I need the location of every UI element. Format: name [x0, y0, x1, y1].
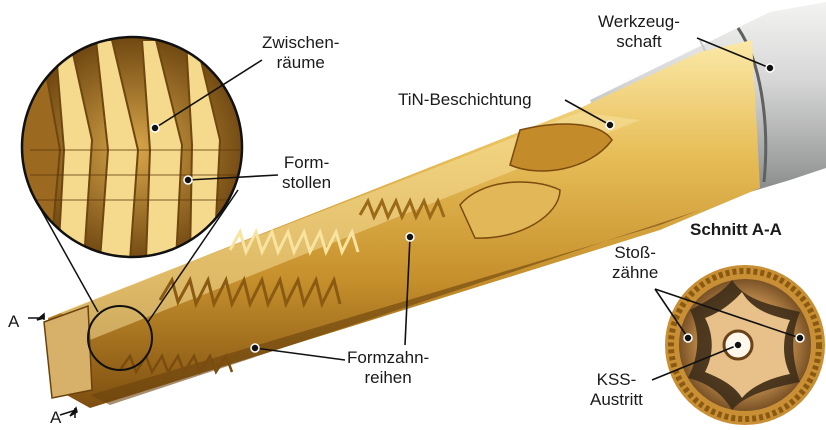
tap-tip: [44, 306, 92, 398]
label-kss-austritt: KSS- Austritt: [590, 370, 643, 410]
label-werkzeugschaft-line1: Werkzeug-: [598, 12, 680, 32]
cross-section: [665, 265, 825, 425]
label-formzahnreihen-line1: Formzahn-: [347, 348, 429, 368]
label-section-a-bottom-text: A: [50, 408, 61, 427]
label-tin-beschichtung: TiN-Beschichtung: [398, 90, 532, 110]
label-kss-line2: Austritt: [590, 390, 643, 410]
label-section-a-bottom: A: [50, 408, 61, 428]
label-werkzeugschaft: Werkzeug- schaft: [598, 12, 680, 52]
label-schnitt-aa: Schnitt A-A: [690, 220, 782, 240]
label-kss-line1: KSS-: [590, 370, 643, 390]
label-section-a-top: A: [8, 312, 19, 332]
label-tin-text: TiN-Beschichtung: [398, 90, 532, 110]
label-formstollen-line1: Form-: [282, 153, 331, 173]
label-formstollen-line2: stollen: [282, 173, 331, 193]
label-zwischenraeume: Zwischen- räume: [262, 33, 339, 73]
label-formzahnreihen-line2: reihen: [347, 368, 429, 388]
label-stosszaehne-line1: Stoß-: [612, 243, 658, 263]
label-zwischenraeume-line1: Zwischen-: [262, 33, 339, 53]
label-formzahnreihen: Formzahn- reihen: [347, 348, 429, 388]
label-zwischenraeume-line2: räume: [262, 53, 339, 73]
label-schnitt-text: Schnitt A-A: [690, 220, 782, 240]
label-stosszaehne: Stoß- zähne: [612, 243, 658, 283]
label-stosszaehne-line2: zähne: [612, 263, 658, 283]
label-section-a-top-text: A: [8, 312, 19, 331]
label-formstollen: Form- stollen: [282, 153, 331, 193]
label-werkzeugschaft-line2: schaft: [598, 32, 680, 52]
